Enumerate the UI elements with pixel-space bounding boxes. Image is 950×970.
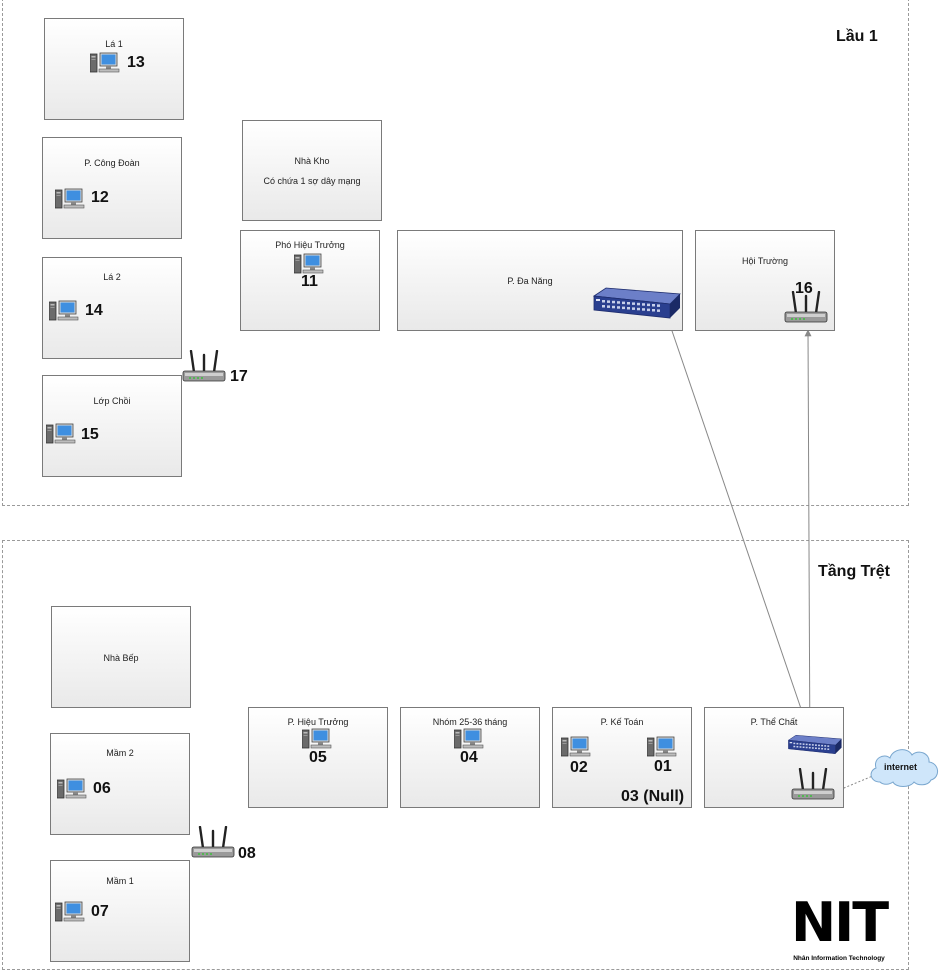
ground-floor-title: Tầng Trệt [818, 563, 891, 580]
pc-number-right: 01 [654, 758, 672, 775]
logo-text: NIT [790, 891, 889, 954]
network-switch-icon[interactable] [592, 286, 682, 320]
desktop-computer-icon[interactable] [454, 728, 486, 750]
room-name: Lớp Chồi [93, 396, 131, 406]
room-name: P. Thể Chất [750, 717, 798, 727]
room-nhom-25-36[interactable]: Nhóm 25-36 tháng 04 [400, 707, 540, 808]
room-cong-doan[interactable]: P. Công Đoàn 12 [42, 137, 182, 239]
room-nha-bep[interactable]: Nhà Bếp [51, 606, 191, 708]
desktop-computer-icon[interactable] [294, 253, 326, 275]
link-router-to-ap16 [804, 329, 812, 766]
desktop-computer-icon[interactable] [46, 423, 78, 445]
nit-logo: NIT Nhân Information Technology [786, 892, 892, 966]
ap-17-number: 17 [230, 368, 248, 385]
room-the-chat[interactable]: P. Thể Chất [704, 707, 844, 808]
logo-subtitle: Nhân Information Technology [793, 955, 885, 962]
room-name: Nhà Kho [294, 156, 330, 166]
room-ke-toan[interactable]: P. Kế Toán 02 01 03 (Null) [552, 707, 692, 808]
pc-number: 14 [85, 302, 103, 319]
room-mam-2[interactable]: Mầm 2 06 [50, 733, 190, 835]
wireless-router-icon[interactable] [191, 826, 235, 860]
cloud-icon[interactable] [866, 744, 942, 790]
room-name: P. Đa Năng [507, 276, 553, 286]
room-name: P. Kế Toán [600, 717, 644, 727]
ap-number: 16 [795, 280, 813, 297]
desktop-computer-icon[interactable] [647, 736, 679, 758]
room-mam-1[interactable]: Mầm 1 07 [50, 860, 190, 962]
pc-number: 13 [127, 54, 145, 71]
pc-number: 15 [81, 426, 99, 443]
link-switch-to-danang-switch [669, 324, 811, 736]
upper-floor-title: Lầu 1 [836, 28, 878, 45]
room-name: Nhóm 25-36 tháng [432, 717, 508, 727]
internet-label: internet [884, 762, 918, 772]
pc-number-left: 02 [570, 759, 588, 776]
room-name: Mầm 2 [106, 748, 134, 758]
desktop-computer-icon[interactable] [90, 52, 122, 74]
room-name: Lá 1 [105, 39, 123, 49]
room-hoi-truong[interactable]: Hội Trường 16 [695, 230, 835, 331]
room-name: Hội Trường [742, 256, 788, 266]
pc-number: 06 [93, 780, 111, 797]
room-name: Nhà Bếp [103, 653, 139, 663]
room-hieu-truong[interactable]: P. Hiệu Trưởng 05 [248, 707, 388, 808]
pc-number: 05 [309, 749, 327, 766]
room-name: Mầm 1 [106, 876, 134, 886]
ap-08-number: 08 [238, 845, 256, 862]
wireless-router-icon[interactable] [182, 350, 226, 384]
room-la-1[interactable]: Lá 1 13 [44, 18, 184, 120]
pc-number: 12 [91, 189, 109, 206]
desktop-computer-icon[interactable] [55, 188, 87, 210]
room-nha-kho[interactable]: Nhà Kho Có chứa 1 sợ dây mạng [242, 120, 382, 221]
desktop-computer-icon[interactable] [49, 300, 81, 322]
pc-number: 04 [460, 749, 478, 766]
room-name: Phó Hiệu Trưởng [275, 240, 345, 250]
desktop-computer-icon[interactable] [561, 736, 593, 758]
room-note: Có chứa 1 sợ dây mạng [263, 176, 361, 186]
null-port-note: 03 (Null) [621, 788, 685, 805]
room-da-nang[interactable]: P. Đa Năng [397, 230, 683, 331]
upper-floor-area [2, 0, 909, 506]
pc-number: 07 [91, 903, 109, 920]
room-name: P. Hiệu Trưởng [287, 717, 349, 727]
room-name: Lá 2 [103, 272, 121, 282]
desktop-computer-icon[interactable] [302, 728, 334, 750]
desktop-computer-icon[interactable] [55, 901, 87, 923]
room-la-2[interactable]: Lá 2 14 [42, 257, 182, 359]
room-name: P. Công Đoàn [84, 158, 140, 168]
room-pho-hieu-truong[interactable]: Phó Hiệu Trưởng 11 [240, 230, 380, 331]
pc-number: 11 [301, 273, 318, 290]
desktop-computer-icon[interactable] [57, 778, 89, 800]
room-lop-choi[interactable]: Lớp Chồi 15 [42, 375, 182, 477]
network-switch-icon[interactable] [787, 734, 843, 755]
wireless-router-icon[interactable] [791, 768, 835, 802]
